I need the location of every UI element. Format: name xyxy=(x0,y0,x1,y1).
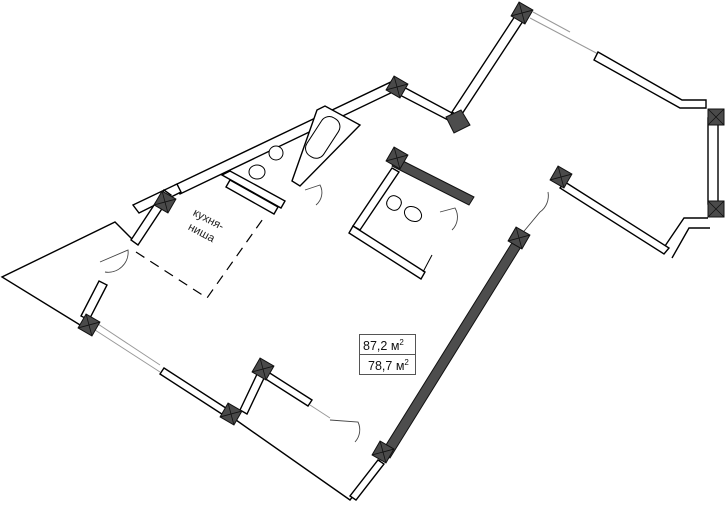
sink-icon xyxy=(268,145,284,161)
column-block xyxy=(445,109,471,134)
window-top xyxy=(529,17,601,56)
total-area: 87,2 м2 xyxy=(360,335,415,354)
wall-partition-bath xyxy=(391,157,475,206)
door-entrance xyxy=(519,191,549,237)
living-area-unit: м xyxy=(395,359,405,373)
living-area-value: 78,7 xyxy=(368,359,393,373)
wall-lower xyxy=(159,367,233,419)
balcony-outline xyxy=(0,221,136,329)
total-area-value: 87,2 xyxy=(363,339,388,353)
wall-lower-right xyxy=(558,181,671,255)
bathtub-icon xyxy=(305,116,341,159)
door-bath2 xyxy=(439,207,458,231)
window-lower xyxy=(309,404,331,419)
door-bath1 xyxy=(304,184,323,206)
door-balcony xyxy=(99,249,129,273)
wall-bay xyxy=(664,217,708,247)
wall-ne-diagonal xyxy=(451,9,528,118)
sink-icon xyxy=(386,195,402,211)
wall-upper-right xyxy=(593,51,707,109)
toilet-icon xyxy=(248,164,266,180)
living-area-exp: 2 xyxy=(404,358,409,367)
wall-right-vertical xyxy=(707,117,719,205)
column-icon xyxy=(77,1,725,464)
wall-bath2-bottom xyxy=(348,225,426,280)
window-left xyxy=(94,329,161,373)
living-area: 78,7 м2 xyxy=(360,354,415,374)
wall-bath1-bottom xyxy=(225,179,279,215)
total-area-exp: 2 xyxy=(399,338,404,347)
wall-left-lower xyxy=(80,280,108,321)
total-area-unit: м xyxy=(390,339,400,353)
toilet-icon xyxy=(403,205,423,223)
area-box: 87,2 м2 78,7 м2 xyxy=(359,334,416,375)
wall-lower-corner xyxy=(348,459,386,501)
wall-upper-diagonal xyxy=(174,79,400,195)
door-lower xyxy=(329,419,361,443)
